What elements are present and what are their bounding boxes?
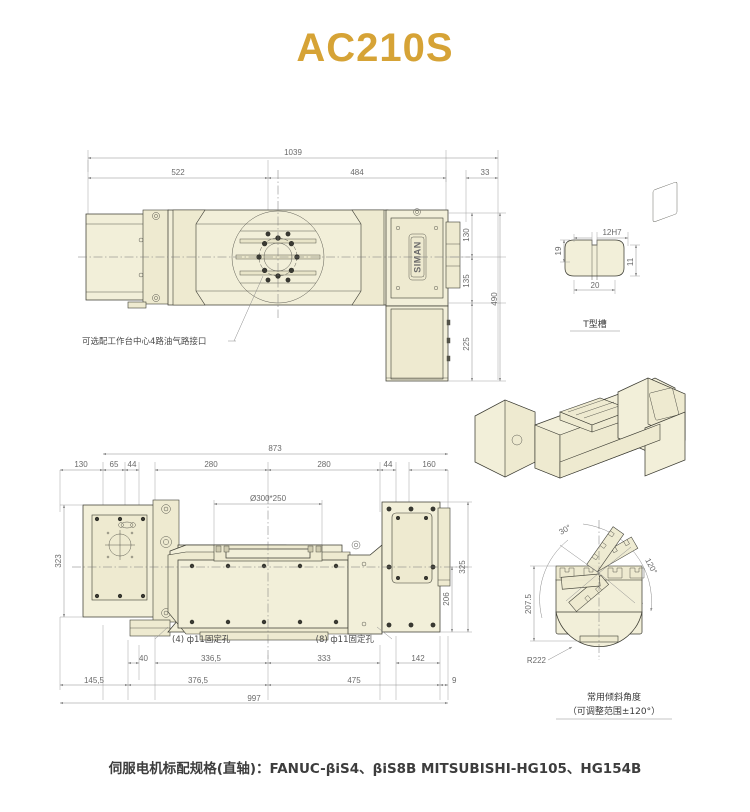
arc-left <box>539 539 569 619</box>
dim-490: 490 <box>490 212 502 382</box>
dim-overall-1039: 1039 <box>87 148 499 160</box>
dim-label: 206 <box>442 592 451 606</box>
leader-right-holes <box>376 626 393 640</box>
tilt-caption-line2: （可调整范围±120°） <box>568 705 660 717</box>
dim-label: 873 <box>268 444 282 453</box>
hole-callout-left: (4) ф11固定孔 <box>172 634 231 645</box>
dim-label: 20 <box>591 281 600 290</box>
brand-nameplate: SIMAN <box>413 241 423 273</box>
dim-label: 11 <box>626 257 635 266</box>
dim-row-segments: 130 65 44 280 280 44 160 <box>59 460 449 472</box>
top-view: 1039 522 484 33 <box>78 148 506 382</box>
leader-r222 <box>547 646 573 661</box>
tslot-detail: 12H7 19 11 20 T型槽 <box>554 228 640 332</box>
dim-label: 475 <box>347 676 361 685</box>
dim-522: 522 <box>87 168 269 180</box>
dim-row-lower1: 40 336,5 333 142 <box>127 654 441 665</box>
dim-33: 33 <box>465 168 499 180</box>
radius-label: R222 <box>527 656 547 665</box>
dim-20: 20 <box>573 281 616 292</box>
dim-label: 207.5 <box>524 593 533 614</box>
dim-11: 11 <box>626 244 638 277</box>
dim-label: 1039 <box>284 148 302 157</box>
dim-label: 9 <box>452 676 457 685</box>
dim-label: 333 <box>317 654 331 663</box>
tilt-angle-diagram: 30° 120° 207.5 R222 常用倾斜角度 （可调整范围±120°） <box>524 520 672 720</box>
dim-225: 225 <box>462 302 474 382</box>
dim-323: 323 <box>54 504 66 618</box>
dim-label: 44 <box>128 460 137 469</box>
angle-120-label: 120° <box>643 557 659 576</box>
leader-line <box>233 275 264 342</box>
dim-label: 12H7 <box>602 228 622 237</box>
dim-label: 160 <box>422 460 436 469</box>
dim-label: 336,5 <box>201 654 222 663</box>
dim-label: 280 <box>204 460 218 469</box>
dim-206: 206 <box>442 566 454 633</box>
leader-left-holes <box>154 626 169 640</box>
dim-label: 997 <box>247 694 261 703</box>
oil-port-annotation: 可选配工作台中心4路油气路接口 <box>82 336 206 347</box>
dim-label: 522 <box>171 168 185 177</box>
dim-label: 130 <box>74 460 88 469</box>
tilt-caption-line1: 常用倾斜角度 <box>587 691 641 703</box>
dim-label: 65 <box>110 460 119 469</box>
dim-label: Ø300*250 <box>250 494 287 503</box>
dim-label: 323 <box>54 554 63 568</box>
dim-label: 44 <box>384 460 393 469</box>
tslot-caption: T型槽 <box>582 318 607 330</box>
dim-row-lower2: 145,5 376,5 475 9 <box>59 676 457 687</box>
dim-19: 19 <box>554 239 566 263</box>
dim-label: 145,5 <box>84 676 105 685</box>
plan-view: 873 130 65 44 280 280 44 160 Ø300*250 <box>54 444 472 705</box>
dim-873: 873 <box>102 444 449 456</box>
dim-207-5: 207.5 <box>524 565 536 642</box>
dim-label: 325 <box>458 560 467 574</box>
arc-right <box>582 523 653 612</box>
dim-325: 325 <box>458 501 470 633</box>
dim-label: 225 <box>462 337 471 351</box>
dim-label: 40 <box>139 654 148 663</box>
dim-label: 376,5 <box>188 676 209 685</box>
page-title: AC210S <box>296 26 454 70</box>
dim-label: 490 <box>490 292 499 306</box>
dim-130: 130 <box>462 212 474 258</box>
dim-label: 130 <box>462 228 471 242</box>
dim-997: 997 <box>59 694 449 705</box>
angle-30-label: 30° <box>558 523 573 537</box>
dim-label: 33 <box>481 168 490 177</box>
dim-label: 19 <box>554 246 563 255</box>
servo-motor-spec-note: 伺服电机标配规格(直轴)：FANUC-βiS4、βiS8B MITSUBISHI… <box>108 761 642 777</box>
dim-484: 484 <box>267 168 447 180</box>
dim-label: 142 <box>411 654 425 663</box>
dim-label: 135 <box>462 274 471 288</box>
dim-label: 280 <box>317 460 331 469</box>
hole-callout-right: (8) ф11固定孔 <box>316 634 375 645</box>
dim-label: 484 <box>350 168 364 177</box>
dim-135: 135 <box>462 256 474 304</box>
isometric-render <box>474 181 686 479</box>
dim-12H7: 12H7 <box>573 228 629 240</box>
